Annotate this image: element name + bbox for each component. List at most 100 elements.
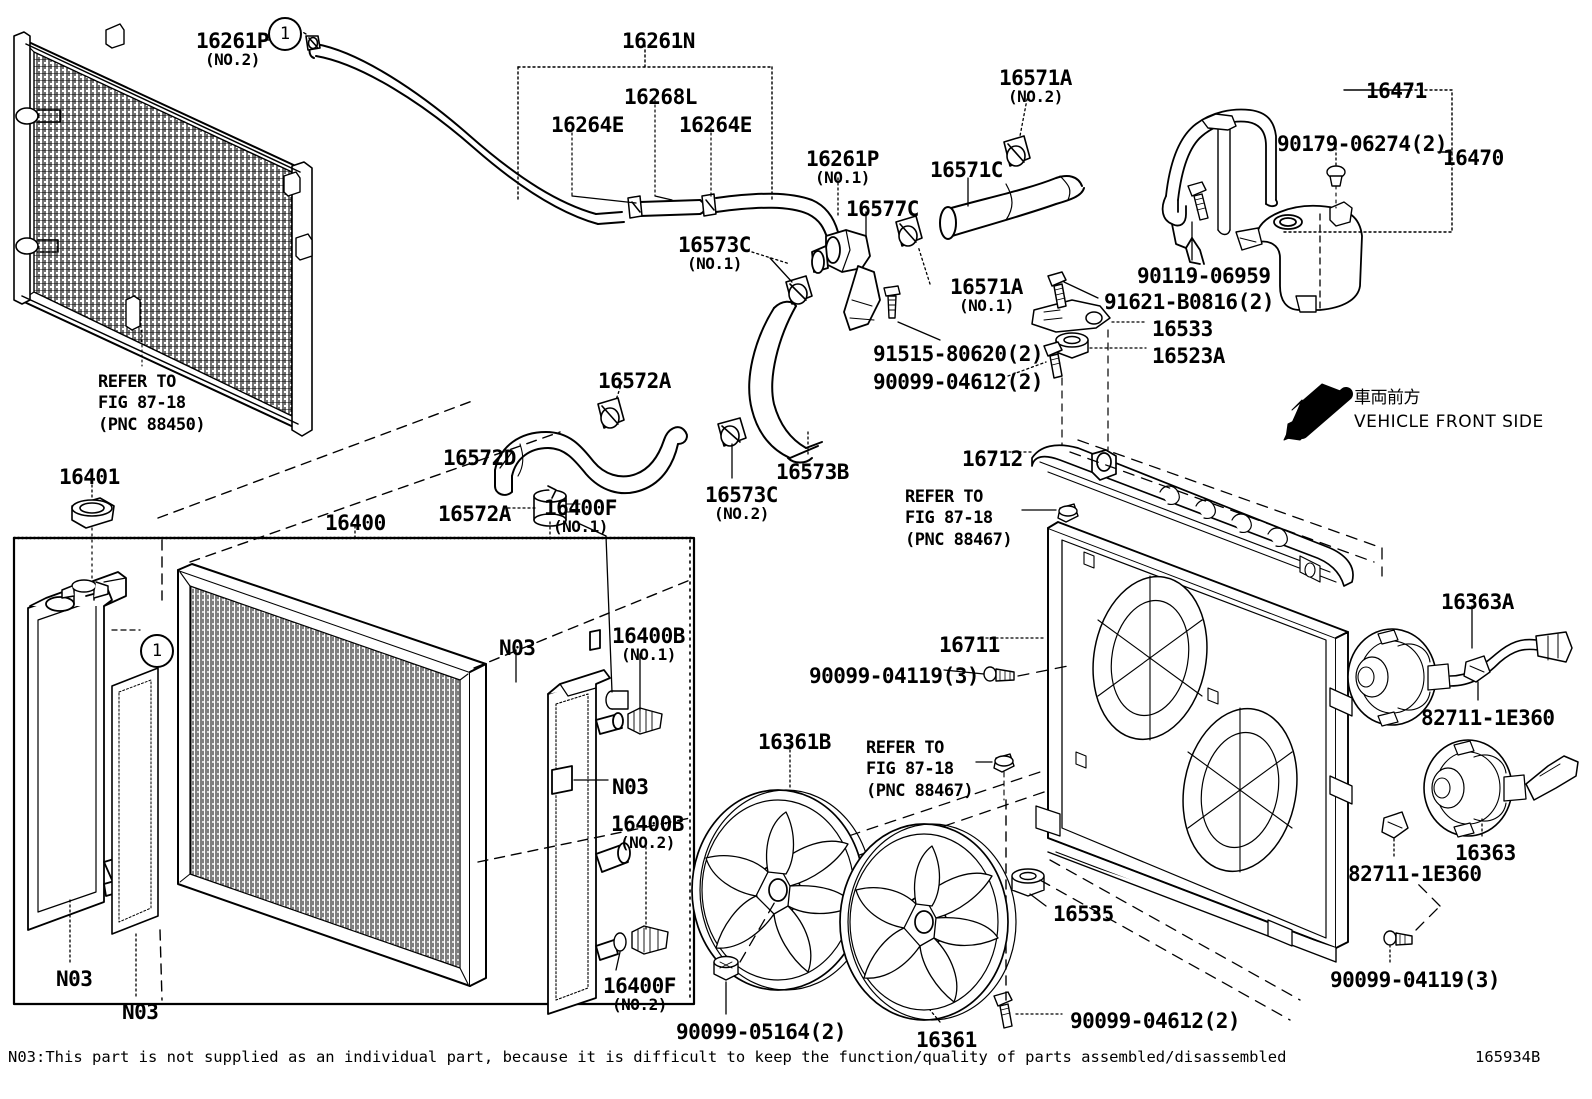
callout-16523a[interactable]: 16523A bbox=[1152, 345, 1225, 367]
callout-90099-04612-2-[interactable]: 90099-04612(2) bbox=[873, 370, 1044, 394]
callout-n03[interactable]: N03 bbox=[499, 636, 536, 660]
callout-code: 16711 bbox=[939, 633, 1000, 657]
callout-91621-b0816-2-[interactable]: 91621-B0816(2) bbox=[1104, 290, 1275, 314]
callout-code: 90099-04612(2) bbox=[1070, 1009, 1241, 1033]
callout-code: 91515-80620(2) bbox=[873, 342, 1044, 366]
refer-to-line: (PNC 88450) bbox=[98, 414, 206, 435]
callout-16363[interactable]: 16363 bbox=[1455, 842, 1516, 864]
callout-n03[interactable]: N03 bbox=[56, 967, 93, 991]
callout-16571a[interactable]: 16571A(NO.2) bbox=[999, 67, 1072, 106]
callout-sub: (NO.2) bbox=[205, 50, 260, 70]
callout-91515-80620-2-[interactable]: 91515-80620(2) bbox=[873, 342, 1044, 366]
callout-82711-1e360[interactable]: 82711-1E360 bbox=[1421, 707, 1555, 729]
balloon-marker[interactable]: 1 bbox=[140, 634, 174, 668]
callout-16261p[interactable]: 16261P(NO.1) bbox=[806, 148, 879, 187]
balloon-marker[interactable]: 1 bbox=[268, 17, 302, 51]
callout-16535[interactable]: 16535 bbox=[1053, 903, 1114, 925]
callout-code: N03 bbox=[499, 636, 536, 660]
refer-to-line: (PNC 88467) bbox=[905, 529, 1013, 550]
vehicle-front-en-label: VEHICLE FRONT SIDE bbox=[1354, 412, 1544, 432]
callout-code: 90179-06274(2) bbox=[1277, 132, 1448, 156]
callout-code: 90119-06959 bbox=[1137, 264, 1271, 288]
callout-16400b[interactable]: 16400B(NO.2) bbox=[611, 813, 684, 852]
callout-code: 16363A bbox=[1441, 590, 1514, 614]
callout-n03[interactable]: N03 bbox=[122, 1001, 159, 1023]
callout-90119-06959[interactable]: 90119-06959 bbox=[1137, 265, 1271, 287]
footnote-n03: N03:This part is not supplied as an indi… bbox=[8, 1048, 1287, 1066]
callout-16400f[interactable]: 16400F(NO.1) bbox=[544, 497, 617, 536]
callout-sub: (NO.2) bbox=[1008, 87, 1063, 107]
callout-code: 90099-04119(3) bbox=[1330, 968, 1501, 992]
callout-code: 16261P bbox=[196, 29, 269, 53]
callout-16471[interactable]: 16471 bbox=[1366, 80, 1427, 102]
callout-16571c[interactable]: 16571C bbox=[930, 159, 1003, 181]
callout-16573b[interactable]: 16573B bbox=[776, 461, 849, 483]
refer-to-line: REFER TO bbox=[905, 487, 983, 507]
callout-16361[interactable]: 16361 bbox=[916, 1029, 977, 1051]
callout-code: 16470 bbox=[1443, 146, 1504, 170]
callout-code: 16572A bbox=[598, 369, 671, 393]
callout-90099-04612-2-[interactable]: 90099-04612(2) bbox=[1070, 1009, 1241, 1033]
callout-code: 16264E bbox=[679, 113, 752, 137]
callout-90099-04119-3-[interactable]: 90099-04119(3) bbox=[1330, 968, 1501, 992]
callout-82711-1e360[interactable]: 82711-1E360 bbox=[1348, 863, 1482, 885]
callout-16400b[interactable]: 16400B(NO.1) bbox=[612, 625, 685, 664]
callout-16261p[interactable]: 16261P(NO.2) bbox=[196, 30, 269, 69]
callout-code: 16571C bbox=[930, 158, 1003, 182]
callout-16573c[interactable]: 16573C(NO.2) bbox=[705, 484, 778, 523]
callout-sub: (NO.1) bbox=[621, 645, 676, 665]
callout-code: 16363 bbox=[1455, 841, 1516, 865]
balloon-text: 1 bbox=[151, 641, 163, 661]
callout-code: 16261P bbox=[806, 147, 879, 171]
callout-sub: (NO.2) bbox=[612, 995, 667, 1015]
callout-16363a[interactable]: 16363A bbox=[1441, 591, 1514, 613]
callout-16572d[interactable]: 16572D bbox=[443, 447, 516, 469]
callout-16572a[interactable]: 16572A bbox=[438, 503, 511, 525]
callout-90179-06274-2-[interactable]: 90179-06274(2) bbox=[1277, 132, 1448, 156]
callout-16401[interactable]: 16401 bbox=[59, 466, 120, 488]
callout-code: 16571A bbox=[999, 66, 1072, 90]
callout-code: 90099-05164(2) bbox=[676, 1020, 847, 1044]
callout-16261n[interactable]: 16261N bbox=[622, 30, 695, 52]
callout-code: 16401 bbox=[59, 465, 120, 489]
callout-code: 91621-B0816(2) bbox=[1104, 290, 1275, 314]
callout-16268l[interactable]: 16268L bbox=[624, 86, 697, 108]
callout-16470[interactable]: 16470 bbox=[1443, 147, 1504, 169]
callout-90099-04119-3-[interactable]: 90099-04119(3) bbox=[809, 665, 980, 687]
callout-sub: (NO.2) bbox=[714, 504, 769, 524]
callout-code: 16572A bbox=[438, 502, 511, 526]
callout-n03[interactable]: N03 bbox=[612, 776, 649, 798]
callout-code: 16573C bbox=[705, 483, 778, 507]
callout-90099-05164-2-[interactable]: 90099-05164(2) bbox=[676, 1020, 847, 1044]
callout-16712[interactable]: 16712 bbox=[962, 448, 1023, 470]
callout-code: 16712 bbox=[962, 447, 1023, 471]
callout-16577c[interactable]: 16577C bbox=[846, 198, 919, 220]
callout-16573c[interactable]: 16573C(NO.1) bbox=[678, 234, 751, 273]
callout-code: 16577C bbox=[846, 197, 919, 221]
refer-to-line: FIG 87-18 bbox=[98, 393, 186, 414]
callout-sub: (NO.2) bbox=[620, 833, 675, 853]
callout-16711[interactable]: 16711 bbox=[939, 634, 1000, 656]
callout-16264e[interactable]: 16264E bbox=[551, 114, 624, 136]
callout-code: 90099-04612(2) bbox=[873, 370, 1044, 394]
callout-code: 16572D bbox=[443, 446, 516, 470]
callout-16572a[interactable]: 16572A bbox=[598, 370, 671, 392]
callout-code: N03 bbox=[56, 967, 93, 991]
callout-code: 16268L bbox=[624, 85, 697, 109]
callout-16264e[interactable]: 16264E bbox=[679, 114, 752, 136]
callout-code: 16471 bbox=[1366, 79, 1427, 103]
callout-code: 16533 bbox=[1152, 317, 1213, 341]
callout-16533[interactable]: 16533 bbox=[1152, 318, 1213, 340]
callout-16361b[interactable]: 16361B bbox=[758, 731, 831, 753]
callout-16571a[interactable]: 16571A(NO.1) bbox=[950, 276, 1023, 315]
callout-sub: (NO.1) bbox=[687, 254, 742, 274]
callout-16400f[interactable]: 16400F(NO.2) bbox=[603, 975, 676, 1014]
callout-code: 16400 bbox=[325, 511, 386, 535]
callout-code: 82711-1E360 bbox=[1421, 706, 1555, 730]
callout-16400[interactable]: 16400 bbox=[325, 512, 386, 534]
